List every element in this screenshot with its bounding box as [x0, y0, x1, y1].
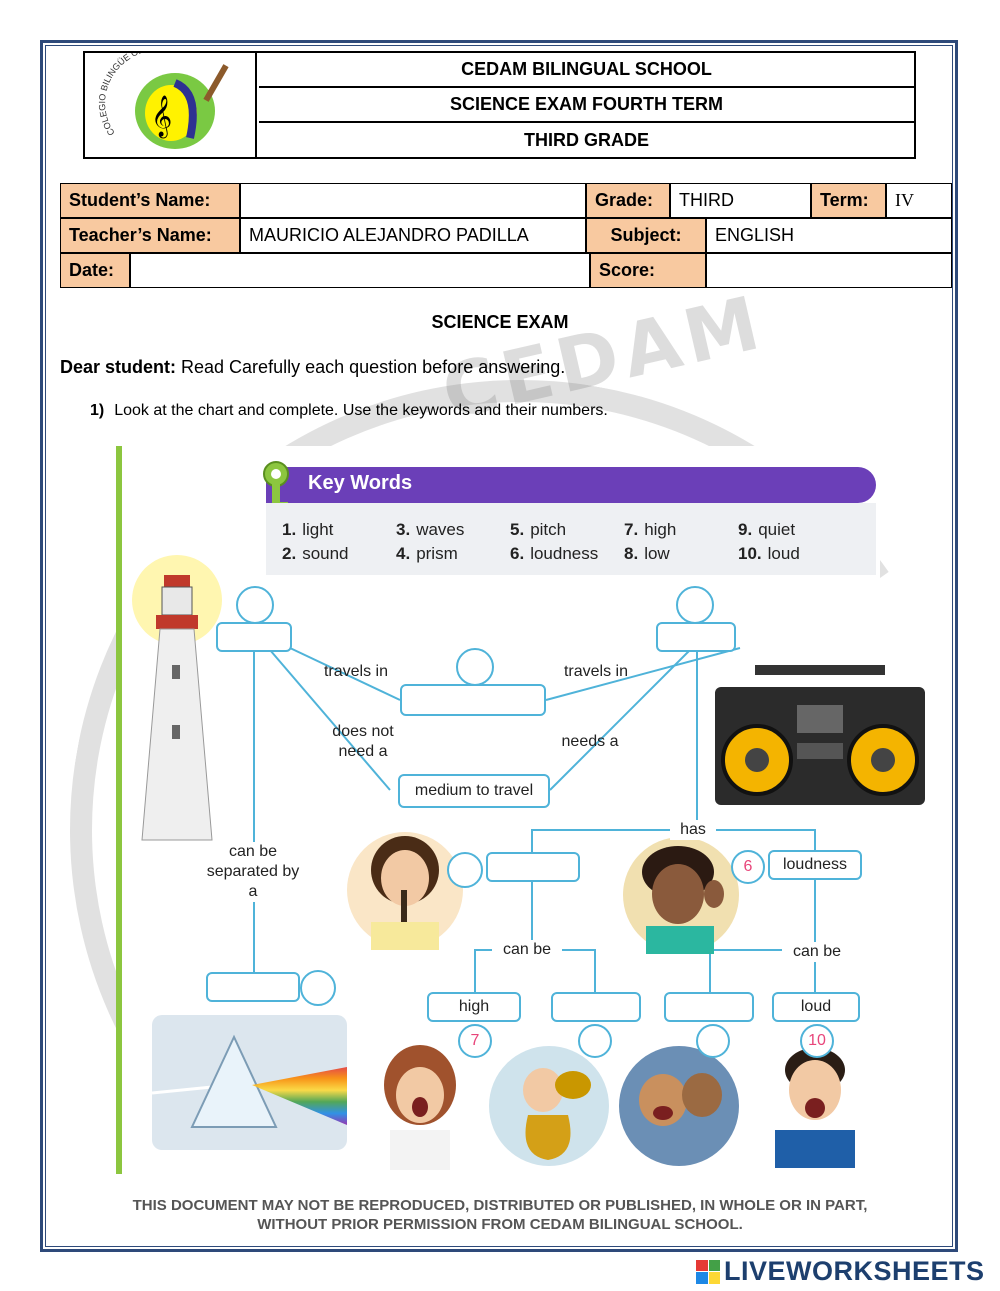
- dear-student-label: Dear student:: [60, 357, 177, 377]
- grade-title: THIRD GRADE: [524, 129, 649, 150]
- quiet-answer-box[interactable]: [664, 992, 754, 1022]
- loud-box: loud: [772, 992, 860, 1022]
- footer-line-1: THIS DOCUMENT MAY NOT BE REPRODUCED, DIS…: [132, 1197, 868, 1214]
- score-field: [706, 253, 952, 288]
- label-needs-a: needs a: [561, 733, 619, 750]
- medium-box: medium to travel: [398, 774, 550, 808]
- school-logo: COLEGIO BILINGÜE CEDAM 𝄞: [85, 40, 257, 157]
- question-text: Look at the chart and complete. Use the …: [114, 402, 608, 419]
- teacher-name-label: Teacher’s Name:: [60, 218, 240, 253]
- keyword-5: 5.pitch: [510, 520, 567, 539]
- student-info-table: Student’s Name: Grade: THIRD Term: IV Te…: [60, 183, 952, 288]
- lighthouse-image: [132, 555, 222, 841]
- teacher-name-value: MAURICIO ALEJANDRO PADILLA: [240, 218, 586, 253]
- prism-number-circle[interactable]: [300, 970, 336, 1006]
- term-label: Term:: [811, 183, 886, 218]
- low-number-circle[interactable]: [578, 1024, 612, 1058]
- label-travels-in-left: travels in: [323, 663, 389, 680]
- quiet-number-circle[interactable]: [696, 1024, 730, 1058]
- green-margin-bar: [116, 446, 122, 1174]
- sound-number-circle[interactable]: [676, 586, 714, 624]
- high-number-circle: 7: [458, 1024, 492, 1058]
- grade-value: THIRD: [670, 183, 811, 218]
- label-travels-in-right: travels in: [563, 663, 629, 680]
- sound-answer-box[interactable]: [656, 622, 736, 652]
- subject-value: ENGLISH: [706, 218, 952, 253]
- keyword-7: 7.high: [624, 520, 677, 539]
- prism-image: [152, 1015, 347, 1150]
- light-number-circle[interactable]: [236, 586, 274, 624]
- student-name-label: Student’s Name:: [60, 183, 240, 218]
- liveworksheets-logo: LIVEWORKSHEETS: [696, 1256, 985, 1287]
- key-words-banner: [266, 467, 876, 503]
- question-1: 1) Look at the chart and complete. Use th…: [90, 402, 608, 420]
- exam-name: SCIENCE EXAM FOURTH TERM: [259, 88, 914, 123]
- exam-title: SCIENCE EXAM: [431, 312, 569, 332]
- boys-whispering-photo: [619, 1046, 739, 1166]
- term-value: IV: [886, 183, 952, 218]
- label-has: has: [670, 820, 716, 840]
- prism-answer-box[interactable]: [206, 972, 300, 1002]
- question-number: 1): [90, 402, 105, 419]
- key-words-title: Key Words: [308, 472, 413, 494]
- liveworksheets-wordmark: LIVEWORKSHEETS: [724, 1256, 985, 1286]
- girl-recorder-photo: [347, 832, 463, 950]
- light-answer-box[interactable]: [216, 622, 292, 652]
- score-label: Score:: [590, 253, 706, 288]
- label-does-not-need: does not need a: [332, 723, 394, 760]
- loudness-box: loudness: [768, 850, 862, 880]
- low-answer-box[interactable]: [551, 992, 641, 1022]
- school-name: CEDAM BILINGUAL SCHOOL: [259, 53, 914, 88]
- high-box: high: [427, 992, 521, 1022]
- keyword-1: 1.light: [282, 520, 334, 539]
- copyright-footer: THIS DOCUMENT MAY NOT BE REPRODUCED, DIS…: [60, 1196, 940, 1234]
- keyword-10: 10.loud: [738, 544, 800, 563]
- svg-text:𝄞: 𝄞: [151, 95, 172, 138]
- label-can-be-left: can be: [492, 940, 562, 960]
- date-field[interactable]: [130, 253, 590, 288]
- child-listening-photo: [623, 837, 739, 954]
- page-frame-inner: [45, 45, 953, 1247]
- subject-label: Subject:: [586, 218, 706, 253]
- keyword-3: 3.waves: [396, 520, 465, 539]
- boombox-image: [715, 665, 925, 805]
- keyword-9: 9.quiet: [738, 520, 796, 539]
- dear-student-text: Read Carefully each question before answ…: [176, 357, 566, 377]
- header-table: COLEGIO BILINGÜE CEDAM 𝄞 CEDAM BILINGUAL…: [83, 40, 916, 159]
- pitch-answer-box[interactable]: [486, 852, 580, 882]
- liveworksheets-icon: [696, 1259, 720, 1284]
- keyword-2: 2.sound: [282, 544, 349, 563]
- label-can-be-separated: can be separated by a: [206, 842, 300, 902]
- waves-answer-box[interactable]: [400, 684, 546, 716]
- student-name-field[interactable]: [240, 183, 586, 218]
- grade-label: Grade:: [586, 183, 670, 218]
- key-words-box: [266, 503, 876, 575]
- pitch-number-circle[interactable]: [447, 852, 483, 888]
- footer-line-2: WITHOUT PRIOR PERMISSION FROM CEDAM BILI…: [257, 1216, 743, 1233]
- date-label: Date:: [60, 253, 130, 288]
- label-can-be-right: can be: [782, 942, 852, 962]
- keyword-6: 6.loudness: [510, 544, 599, 563]
- loud-number-circle: 10: [800, 1024, 834, 1058]
- girl-shouting-photo: [384, 1045, 456, 1170]
- waves-number-circle[interactable]: [456, 648, 494, 686]
- tuba-photo: [489, 1046, 609, 1166]
- keyword-8: 8.low: [624, 544, 670, 563]
- keyword-4: 4.prism: [396, 544, 458, 563]
- boy-yelling-photo: [775, 1048, 855, 1168]
- loudness-number-circle: 6: [731, 850, 765, 884]
- instructions: Dear student: Read Carefully each questi…: [60, 357, 565, 378]
- page-frame: [40, 40, 958, 1252]
